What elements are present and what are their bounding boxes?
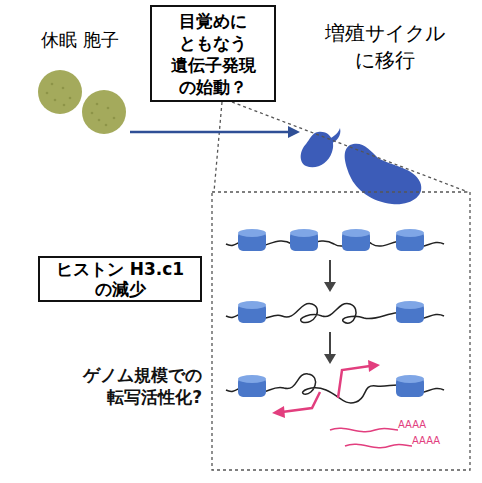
- transcription-start: [282, 366, 370, 412]
- dna-strand: [226, 374, 444, 403]
- tss-arrow: [282, 392, 320, 412]
- nucleosome: [396, 229, 424, 251]
- tss-arrow: [338, 366, 370, 398]
- cell: [301, 132, 334, 167]
- nucleosome: [342, 229, 370, 251]
- spore: [38, 70, 82, 114]
- growing-cells: [301, 128, 422, 204]
- nucleosome: [238, 301, 266, 323]
- cell-neck: [326, 128, 340, 144]
- mrna-strand: [330, 428, 398, 432]
- arrow-head: [324, 354, 336, 364]
- zoom-line: [232, 102, 468, 192]
- arrow-head: [324, 282, 336, 292]
- question-box: 目覚めに ともなう 遺伝子発現 の始動？: [150, 5, 276, 102]
- polya-tail: AAAA: [412, 435, 472, 446]
- cell: [345, 144, 422, 205]
- arrow-head: [272, 406, 285, 418]
- arrow-head: [368, 360, 380, 372]
- growth-group: 増殖サイクル に移行: [300, 20, 470, 190]
- zoom-lines: [212, 102, 470, 470]
- chromatin-row: [226, 229, 444, 251]
- spore-group: 休眠 胞子: [35, 22, 130, 140]
- arrow-shaft: [130, 131, 290, 134]
- mrna-strand: [345, 444, 412, 448]
- chromatin-row: [226, 301, 444, 323]
- zoom-line: [214, 102, 222, 192]
- node-text: 目覚めに ともなう 遺伝子発現 の始動？: [152, 10, 274, 98]
- nucleosome: [396, 375, 424, 397]
- spore: [82, 90, 126, 134]
- arrow-head: [288, 126, 300, 138]
- chromatin-row: [226, 360, 444, 448]
- inset-frame: [212, 192, 470, 470]
- polya-tail: AAAA: [398, 419, 458, 430]
- outcome-note: ゲノム規模での 転写活性化?: [40, 364, 202, 408]
- nucleosome: [396, 301, 424, 323]
- mrna: [330, 428, 412, 448]
- step-arrow: [329, 260, 331, 284]
- node-text: ヒストン H3.c1 の減少: [40, 259, 200, 299]
- step-arrow: [329, 332, 331, 356]
- histone-box: ヒストン H3.c1 の減少: [38, 256, 202, 302]
- nucleosome: [290, 229, 318, 251]
- node-text: 増殖サイクル に移行: [300, 20, 470, 74]
- nucleosome: [238, 375, 266, 397]
- flow-arrow: [130, 126, 300, 138]
- node-text: 休眠 胞子: [41, 28, 130, 52]
- nucleosome: [238, 229, 266, 251]
- spore-cells: [38, 70, 126, 134]
- spore-texture: [46, 83, 116, 127]
